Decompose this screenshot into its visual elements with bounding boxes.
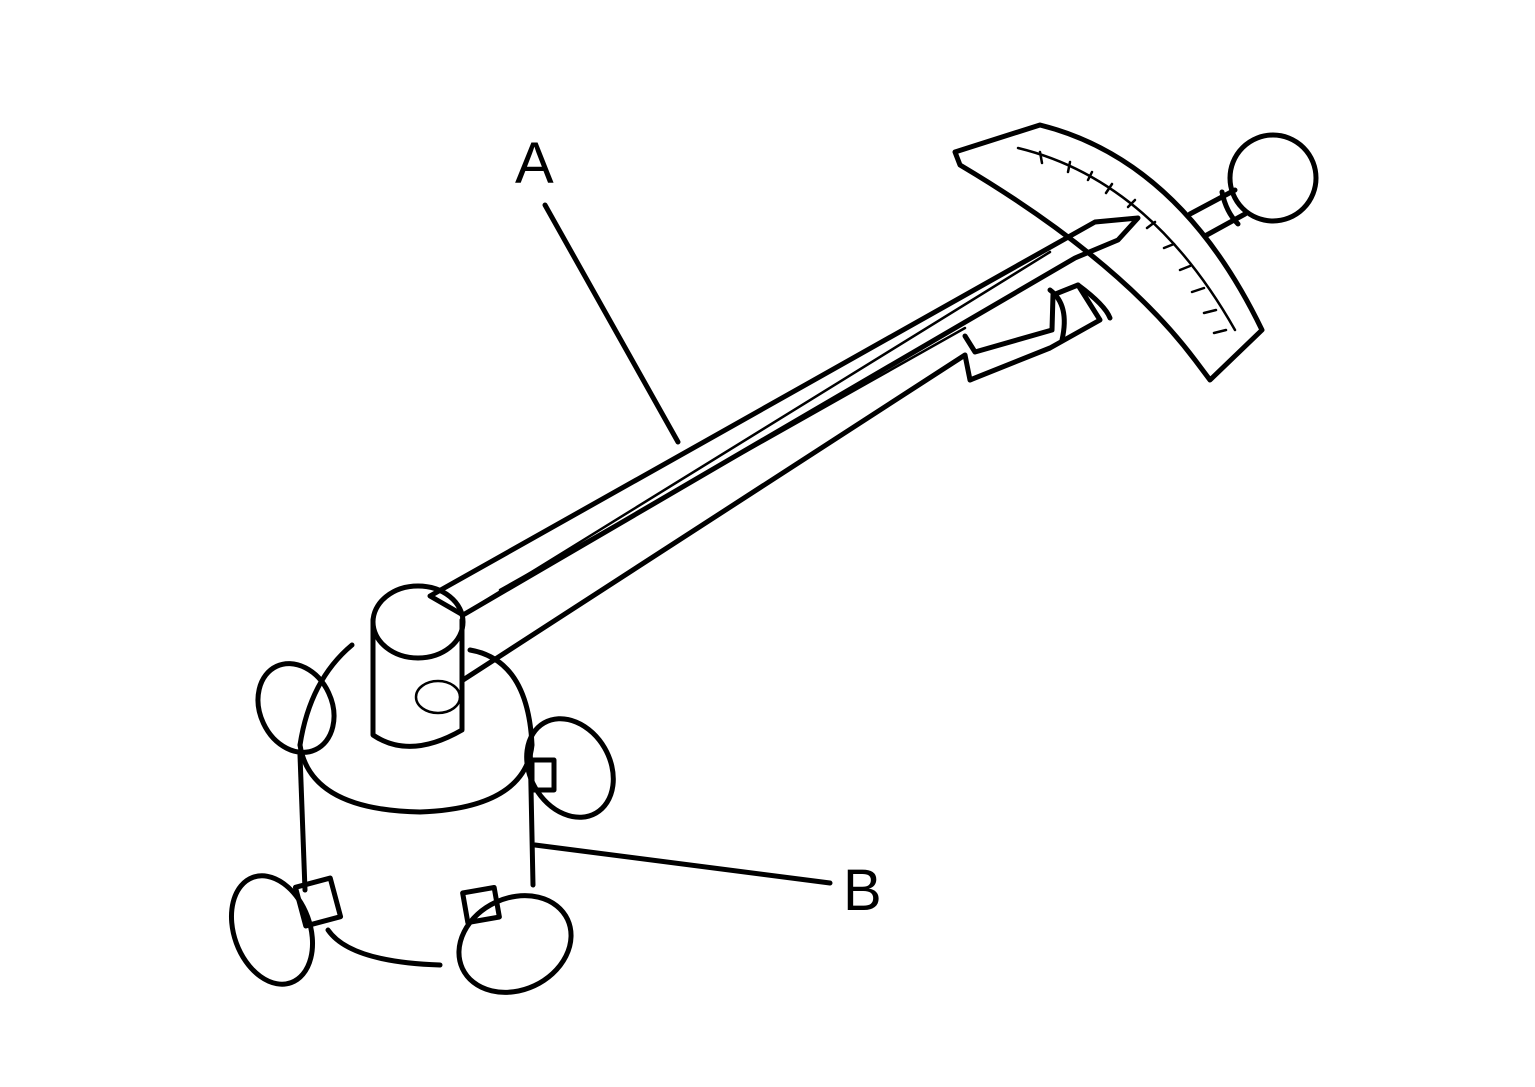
thumbscrew-front-left [228, 873, 344, 987]
dial-scale [952, 122, 1265, 383]
wrench-beam [427, 215, 1141, 683]
thumbscrew-right [524, 716, 616, 820]
callout-a-label: A [515, 131, 554, 196]
handle-grip [1187, 132, 1319, 239]
callout-b-label: B [843, 858, 882, 923]
thumbscrew-front-right [456, 884, 574, 995]
thumbscrew-back-left [255, 661, 337, 755]
callout-a-leader [542, 202, 681, 445]
drive-socket [370, 583, 466, 749]
callout-b-leader [532, 842, 833, 886]
